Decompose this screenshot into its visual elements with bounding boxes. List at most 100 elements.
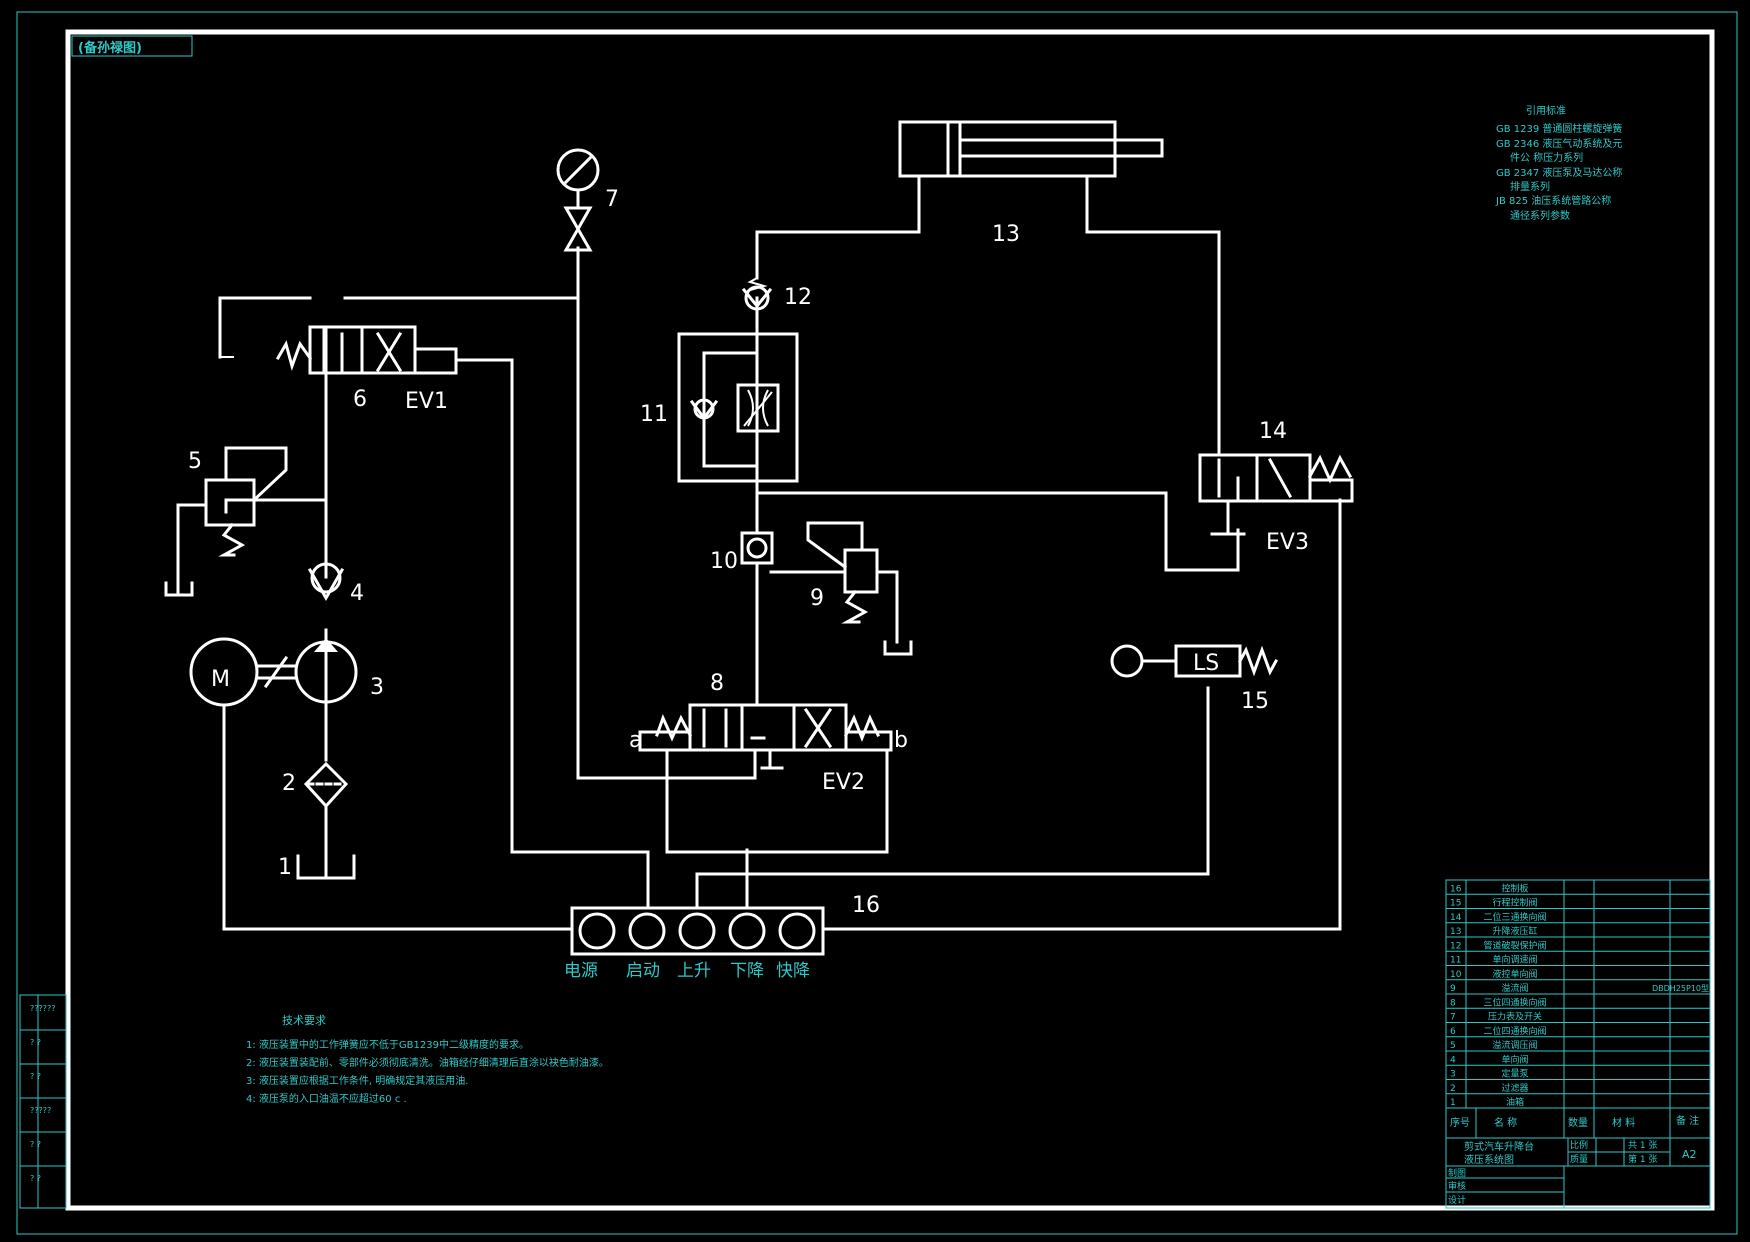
panel-button-power[interactable] [578,912,616,950]
panel-button-up[interactable] [678,912,716,950]
pilot-check-valve [740,531,774,565]
check-valve-4 [307,562,345,602]
sign-row: 设计 [1448,1194,1466,1206]
pipe-burst-valve [741,277,773,311]
standards-line: GB 2346 液压气动系统及元 [1496,137,1622,150]
component-number: 14 [1259,419,1287,444]
bom-header-name: 名 称 [1494,1116,1517,1129]
bom-row-no: 8 [1450,998,1456,1008]
bom-row-name: 过滤器 [1501,1082,1528,1094]
ev1-valve [220,325,458,375]
tech-req-item: 4: 液压泵的入口油温不应超过60 c . [246,1092,407,1105]
component-number: 9 [810,586,824,611]
standards-line: GB 2347 液压泵及马达公称 [1496,166,1622,179]
bom-header-qty: 数量 [1568,1116,1588,1129]
panel-button-fast-down[interactable] [778,912,816,950]
bom-row-name: 三位四通换向阀 [1483,996,1546,1008]
tech-req-item: 3: 液压装置应根据工作条件, 明确规定其液压用油. [246,1074,468,1087]
port-b-tag: b [894,728,908,753]
bom-row-name: 行程控制阀 [1492,897,1537,909]
side-mark: ? ? [30,1072,41,1081]
panel-label: 电源 [564,961,598,981]
bom-row-name: 升降液压缸 [1492,925,1537,937]
component-number: 12 [784,285,812,310]
panel-button-start[interactable] [628,912,666,950]
header-tag-box [71,35,193,57]
ev3-valve [1198,453,1354,536]
bom-row-name: 二位三通换向阀 [1483,911,1546,923]
ls-tag: LS [1193,651,1219,676]
bom-row-no: 3 [1450,1070,1456,1080]
sheets-total: 共 1 张 [1628,1140,1657,1151]
ev2-valve [638,703,893,770]
bom-row-name: 油箱 [1506,1096,1524,1108]
control-panel [570,906,825,956]
drawing-title-2: 液压系统图 [1464,1153,1514,1166]
standards-line: GB 1239 普通圆柱螺旋弹簧 [1496,122,1622,135]
component-number: 6 [353,387,367,412]
bom-row-no: 13 [1450,927,1461,937]
speed-control-valve [677,332,799,483]
bom-row-no: 12 [1450,941,1461,951]
component-number: 16 [852,893,880,918]
side-mark: ?????? [30,1004,55,1013]
bom-row-name: 压力表及开关 [1488,1011,1542,1023]
bom-row-no: 15 [1450,899,1461,909]
panel-label: 启动 [626,961,660,981]
limit-switch [1110,644,1279,678]
ev2-tag: EV2 [822,770,865,795]
bom-row-name: 单向阀 [1501,1053,1528,1065]
sign-row: 审核 [1448,1180,1466,1192]
drawing-title: 剪式汽车升降台 [1464,1140,1534,1153]
ev3-tag: EV3 [1266,530,1309,555]
weight-label: 质量 [1570,1153,1588,1165]
bom-header-no: 序号 [1450,1116,1470,1129]
pump-and-motor [189,637,358,707]
standards-block: 引用标准 GB 1239 普通圆柱螺旋弹簧 GB 2346 液压气动系统及元 件… [1495,105,1622,222]
ev1-tag: EV1 [405,389,448,414]
component-number: 5 [188,449,202,474]
drawing-border [65,29,1715,1211]
component-number: 1 [278,855,292,880]
side-mark: ? ? [30,1174,41,1183]
bom-row-no: 1 [1450,1098,1456,1108]
bom-row-name: 管道破裂保护阀 [1483,939,1546,951]
component-number: 13 [992,222,1020,247]
hydraulic-lines [218,174,1342,931]
standards-title: 引用标准 [1526,105,1566,117]
bom-row-no: 6 [1450,1027,1456,1037]
bom-row-no: 4 [1450,1055,1456,1065]
tech-req-item: 1: 液压装置中的工作弹簧应不低于GB1239中二级精度的要求。 [246,1038,529,1051]
bom-row-no: 16 [1450,884,1462,894]
component-number: 2 [282,771,296,796]
bom-row-name: 溢流阀 [1501,982,1528,994]
bom-row-name: 溢流调压阀 [1492,1039,1537,1051]
panel-label: 下降 [730,961,764,981]
bom-row-name: 定量泵 [1501,1068,1528,1080]
bom-header-material: 材 料 [1612,1116,1635,1129]
bom-row-no: 9 [1450,984,1456,994]
sign-row: 制图 [1448,1167,1466,1179]
bom-row-name: 单向调速阀 [1492,954,1537,966]
technical-requirements: 技术要求 1: 液压装置中的工作弹簧应不低于GB1239中二级精度的要求。 2:… [246,1014,609,1105]
component-number: 3 [370,675,384,700]
title-block: 序号 名 称 数量 材 料 备 注 剪式汽车升降台 液压系统图 比例 共 1 张… [1445,1107,1711,1209]
bom-row-no: 14 [1450,913,1462,923]
sheet-no: 第 1 张 [1628,1153,1657,1165]
panel-labels: 电源 启动 上升 下降 快降 [564,961,810,981]
component-number: 7 [605,187,619,212]
component-number: 8 [710,671,724,696]
header-tag: (备孙禄图) [78,40,142,56]
panel-button-down[interactable] [728,912,766,950]
standards-line: 排量系列 [1510,180,1550,193]
component-number: 11 [640,402,668,427]
port-a-tag: a [629,728,642,753]
bom-row-name: 控制板 [1501,882,1528,894]
relief-valve-5 [164,446,288,597]
bom-row-name: 液控单向阀 [1492,968,1537,980]
component-number: 4 [350,581,364,606]
side-mark: ? ? [30,1140,41,1149]
tech-req-title: 技术要求 [282,1014,326,1027]
